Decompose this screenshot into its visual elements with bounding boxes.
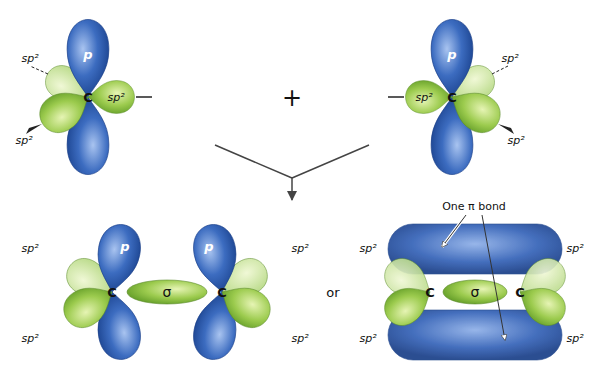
atom-label: C [447, 91, 457, 104]
atom-label: C [515, 286, 525, 299]
orbital-label: sp² [15, 135, 32, 146]
bond-label: σ [163, 285, 172, 299]
orbital-label: sp² [21, 243, 38, 254]
orbital-label: sp² [21, 333, 38, 344]
plus-sign: + [282, 86, 302, 110]
orbital-label: sp² [415, 92, 432, 103]
orbital-label: p [120, 240, 129, 253]
callout-label: One π bond [442, 201, 506, 212]
atom-label: C [425, 286, 435, 299]
orbital-label: p [204, 240, 213, 253]
orbital-label: p [83, 48, 92, 61]
orbital-label: sp² [359, 333, 376, 344]
orbital-label: sp² [21, 53, 38, 64]
orbital-label: sp² [566, 333, 583, 344]
orbital-label: sp² [566, 243, 583, 254]
orbital-label: p [447, 48, 456, 61]
connector-word: or [326, 286, 339, 299]
atom-label: C [107, 286, 117, 299]
orbital-label: sp² [291, 243, 308, 254]
orbital-label: sp² [291, 333, 308, 344]
orbital-label: sp² [359, 243, 376, 254]
atom-label: C [217, 286, 227, 299]
orbital-label: sp² [501, 53, 518, 64]
orbital-label: sp² [107, 92, 124, 103]
orbital-label: sp² [507, 135, 524, 146]
bond-label: σ [471, 285, 480, 299]
atom-label: C [83, 91, 93, 104]
